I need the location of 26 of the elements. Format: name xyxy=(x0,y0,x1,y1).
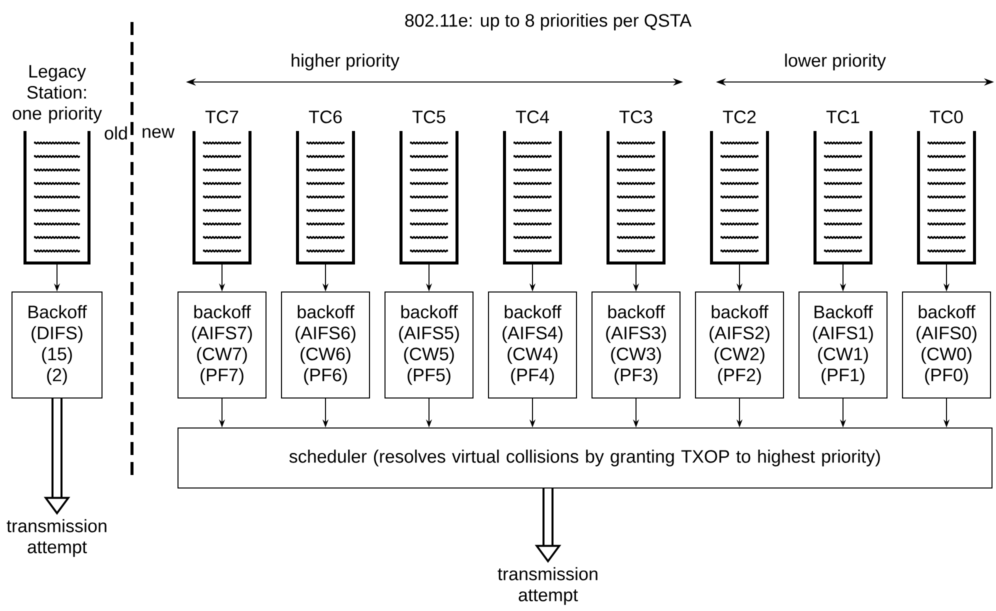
text-label: higher priority xyxy=(292,54,400,70)
end-label: new xyxy=(142,128,175,138)
title: 802.11e: up to 8 priorities per QSTA xyxy=(405,14,692,30)
backoff-box: Backoff (AIFS1) (CW1) (PF1) xyxy=(798,292,888,398)
queue: TC7 xyxy=(192,110,252,264)
text-label: lower priority xyxy=(785,54,886,70)
queue: TC5 xyxy=(400,110,458,264)
queue: TC2 xyxy=(710,110,769,264)
queue: TC4 xyxy=(503,110,562,264)
backoff-box: backoff (AIFS3) (CW3) (PF3) xyxy=(592,292,680,398)
queue: TC1 xyxy=(814,110,872,264)
queue: TC0 xyxy=(917,110,976,264)
queue: Legacy Station: one priority xyxy=(12,65,102,264)
backoff-box: backoff (AIFS0) (CW0) (PF0) xyxy=(902,292,991,398)
output-text: transmission attempt xyxy=(498,567,598,605)
scheduler-box: scheduler (resolves virtual collisions by granting TXOP to highest priority) xyxy=(178,428,992,488)
backoff-box: backoff (AIFS5) (CW5) (PF5) xyxy=(384,292,474,398)
queue: TC3 xyxy=(606,110,666,264)
queue: TC6 xyxy=(296,110,355,264)
backoff-box: backoff (AIFS2) (CW2) (PF2) xyxy=(695,292,784,398)
backoff-box: backoff (AIFS6) (CW6) (PF6) xyxy=(281,292,370,398)
backoff-box: backoff (AIFS4) (CW4) (PF4) xyxy=(488,292,577,398)
backoff-box: Backoff (DIFS) (15) (2) xyxy=(12,292,102,398)
backoff-box: backoff (AIFS7) (CW7) (PF7) xyxy=(178,292,266,398)
end-label: old xyxy=(104,126,127,140)
output-text: transmission attempt xyxy=(6,519,106,557)
